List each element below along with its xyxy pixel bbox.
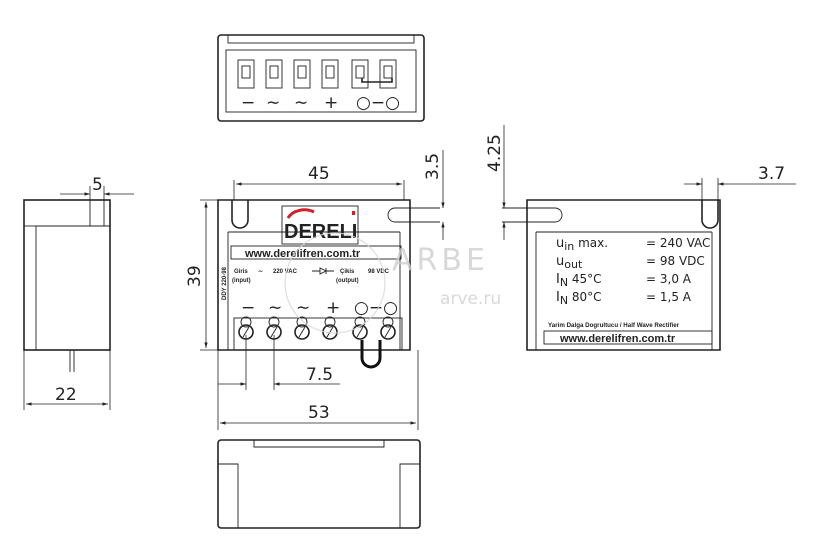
front-symbol-minus: − <box>241 298 255 318</box>
dim-height-39: 39 <box>185 265 205 287</box>
watermark-site: arve.ru <box>440 289 501 309</box>
jumper-wire <box>360 340 382 369</box>
top-terminal <box>293 59 311 89</box>
dim-depth-5: 5 <box>92 175 103 195</box>
front-symbol-ac1: ∼ <box>268 298 282 318</box>
watermark-brand: ARBE <box>392 243 489 278</box>
rating-plate-view: uin max. = 240 VAC uout = 98 VDC IN 45°C = 3,… <box>485 125 796 351</box>
front-symbol-plus: + <box>326 298 340 318</box>
output-voltage: 98 VDC <box>368 269 390 275</box>
front-view: DERELI www.derelifren.com.tr DDY 220-98 … <box>185 150 445 430</box>
rating-row-label: IN 45°C <box>556 272 602 289</box>
top-terminal <box>265 59 283 89</box>
output-label-en: (output) <box>336 278 359 284</box>
input-label-en: (input) <box>232 278 251 284</box>
rating-row-label: uout <box>556 254 583 271</box>
rating-row-value: = 3,0 A <box>646 272 692 286</box>
diode-symbol <box>312 267 334 275</box>
ac-wave-symbol: ∼ <box>258 269 263 275</box>
rating-row-label: uin max. <box>556 236 608 253</box>
front-terminal-screw <box>322 316 338 340</box>
model-label: DDY 220-98 <box>222 266 228 300</box>
side-view: 5 22 <box>23 175 134 410</box>
front-terminal-screw <box>294 316 310 340</box>
rating-row-value: = 1,5 A <box>646 290 692 304</box>
top-terminal <box>351 59 369 89</box>
dim-overall-53: 53 <box>308 403 330 423</box>
top-terminal <box>237 59 255 89</box>
top-terminal <box>321 59 339 89</box>
top-view: − ∼ ∼ + ○−○ <box>217 34 425 122</box>
dim-slot-3-7: 3.7 <box>758 164 785 184</box>
front-symbol-ac2: ∼ <box>296 298 310 318</box>
rectifier-description: Yarim Dalga Dogrultucu / Half Wave Recti… <box>548 322 680 329</box>
top-symbol-minus: − <box>241 93 255 113</box>
rating-row-value: = 240 VAC <box>646 236 710 250</box>
dim-depth-22: 22 <box>55 385 77 405</box>
rating-row-value: = 98 VDC <box>646 254 705 268</box>
top-symbol-plus: + <box>324 93 338 113</box>
front-symbol-bridge: ○−○ <box>354 298 398 318</box>
top-symbol-ac2: ∼ <box>294 93 308 113</box>
output-label: Çikis <box>340 269 355 275</box>
watermark: ARBE arve.ru <box>284 232 501 334</box>
top-terminal <box>379 59 397 89</box>
input-voltage: 220 VAC <box>273 269 298 275</box>
logo-text: DERELI <box>284 221 357 243</box>
bottom-view <box>217 439 421 529</box>
front-terminal-screw <box>380 316 396 340</box>
dereli-logo: DERELI <box>281 205 359 245</box>
rating-row-label: IN 80°C <box>556 290 602 307</box>
input-label: Giris <box>234 269 248 275</box>
dim-slot-3-5: 3.5 <box>423 153 443 180</box>
dim-pitch-7-5: 7.5 <box>306 365 333 385</box>
front-url: www.derelifren.com.tr <box>244 248 361 260</box>
top-symbol-bridge: ○−○ <box>356 93 400 113</box>
dim-slot-4-25: 4.25 <box>485 134 505 172</box>
plate-url: www.derelifren.com.tr <box>559 333 676 345</box>
dim-width-45: 45 <box>308 164 330 184</box>
front-terminal-screw <box>352 316 368 340</box>
top-symbol-ac1: ∼ <box>266 93 280 113</box>
